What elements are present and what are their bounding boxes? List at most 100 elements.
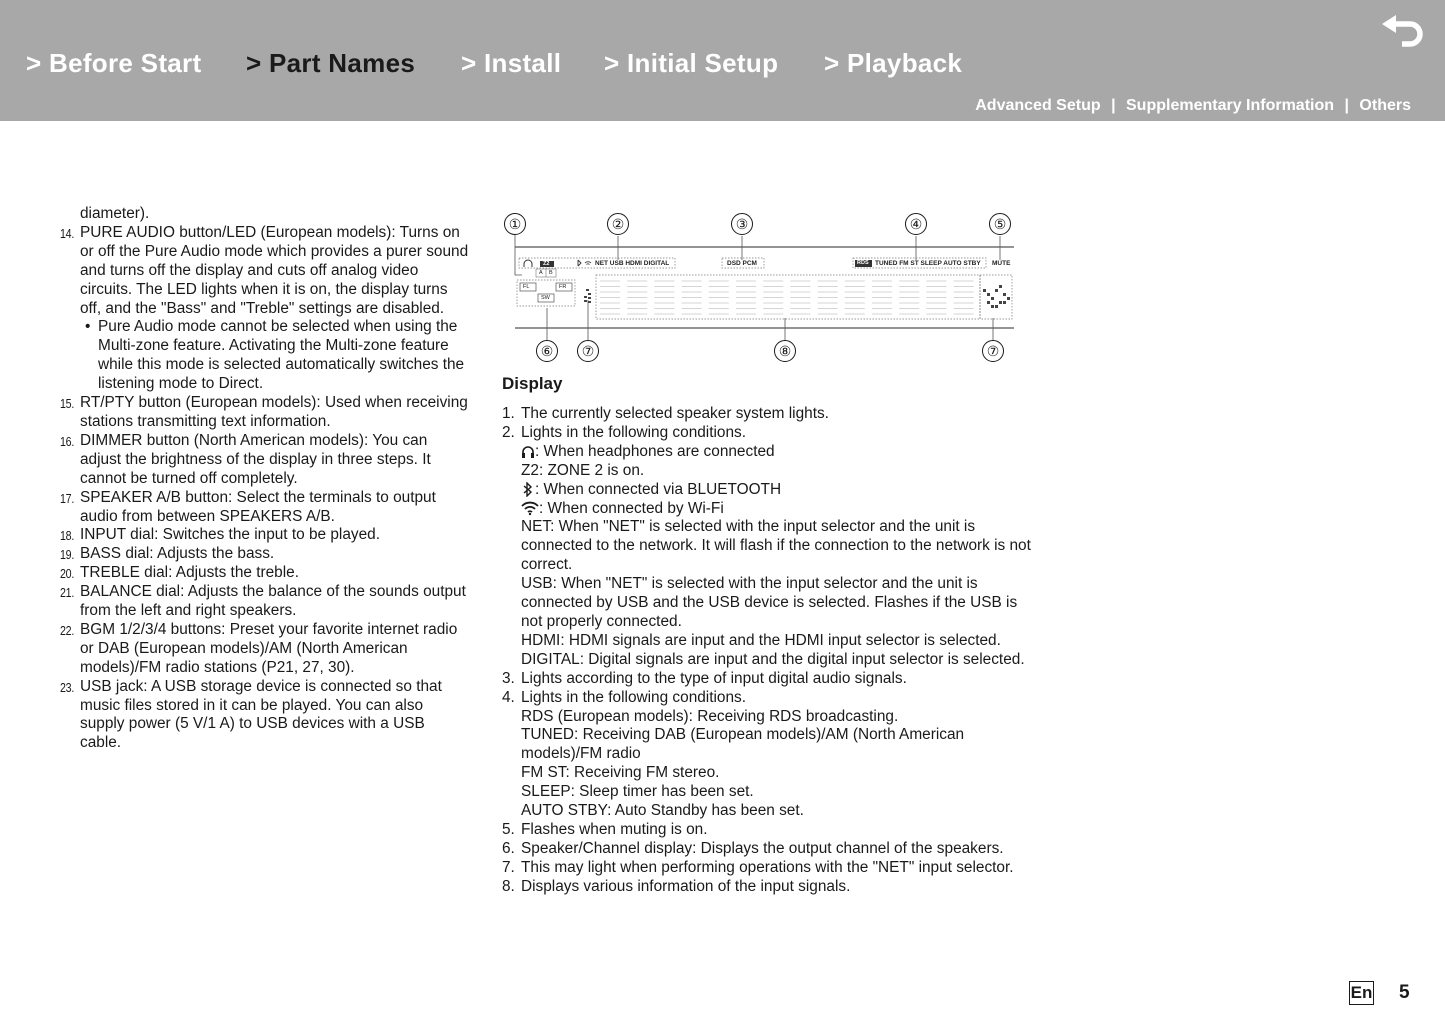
bluetooth-line: : When connected via BLUETOOTH — [521, 481, 1032, 500]
wifi-icon — [521, 501, 539, 515]
nav-others[interactable]: Others — [1359, 97, 1411, 114]
callout-7-right: ⑦ — [982, 340, 1004, 362]
list-item: 16. DIMMER button (North American models… — [60, 432, 470, 489]
item-text: The currently selected speaker system li… — [521, 405, 829, 422]
list-item: 4. Lights in the following conditions. R… — [502, 689, 1032, 821]
item-text: INPUT dial: Switches the input to be pla… — [80, 526, 380, 544]
item-text: RT/PTY button (European models): Used wh… — [80, 394, 468, 430]
list-item: 7. This may light when performing operat… — [502, 859, 1032, 878]
wifi-line: : When connected by Wi-Fi — [521, 500, 1032, 519]
item-text: TREBLE dial: Adjusts the treble. — [80, 564, 300, 582]
callout-7: ⑦ — [577, 340, 599, 362]
status-indicators: TUNED FM ST SLEEP AUTO STBY — [875, 260, 981, 267]
speaker-sw-indicator: SW — [541, 295, 550, 301]
item-text: Lights according to the type of input di… — [521, 669, 907, 687]
item-number: 20. — [60, 566, 75, 582]
item-number: 1. — [502, 405, 515, 422]
dsd-pcm-indicator: DSD PCM — [727, 260, 757, 267]
item-text: Lights in the following conditions. — [521, 688, 747, 706]
item-text: BGM 1/2/3/4 buttons: Preset your favorit… — [80, 620, 458, 676]
nav-part-names[interactable]: > Part Names — [246, 48, 416, 78]
headphones-line: : When headphones are connected — [521, 443, 1032, 462]
z2-indicator: Z2 — [543, 261, 550, 267]
list-item: 22. BGM 1/2/3/4 buttons: Preset your fav… — [60, 621, 470, 678]
list-item: 17. SPEAKER A/B button: Select the termi… — [60, 489, 470, 527]
nav-install[interactable]: > Install — [461, 48, 562, 78]
callout-3: ③ — [731, 213, 753, 235]
item-number: 18. — [60, 528, 75, 544]
lead-in-text: diameter). — [80, 205, 150, 222]
usb-line: USB: When "NET" is selected with the inp… — [521, 575, 1018, 630]
item-text: SPEAKER A/B button: Select the terminals… — [80, 488, 436, 525]
display-diagram: ① ② ③ ④ ⑤ ⑥ ⑦ ⑧ ⑦ Z2 A B NET USB HDMI DI… — [500, 205, 1020, 370]
item-number: 3. — [502, 669, 515, 687]
item-number: 19. — [60, 547, 75, 563]
sleep-line: SLEEP: Sleep timer has been set. — [521, 783, 754, 801]
item-number: 2. — [502, 423, 515, 441]
rds-line: RDS (European models): Receiving RDS bro… — [521, 707, 899, 725]
item-text: BALANCE dial: Adjusts the balance of the… — [80, 583, 466, 620]
list-item: 6. Speaker/Channel display: Displays the… — [502, 840, 1032, 859]
item-text: This may light when performing operation… — [521, 858, 1014, 876]
zone2-line: Z2: ZONE 2 is on. — [521, 461, 645, 479]
list-item: 15. RT/PTY button (European models): Use… — [60, 394, 470, 432]
subnav-separator: | — [1344, 97, 1349, 114]
rds-indicator: RDS — [857, 260, 869, 266]
speaker-b-indicator: B — [549, 270, 553, 276]
item-text: Displays various information of the inpu… — [521, 877, 851, 895]
item-number: 22. — [60, 622, 75, 638]
headphones-icon — [522, 446, 534, 458]
item-number: 23. — [60, 679, 75, 695]
list-item: 5. Flashes when muting is on. — [502, 821, 1032, 840]
item-text: Speaker/Channel display: Displays the ou… — [521, 839, 1004, 857]
callout-2: ② — [607, 213, 629, 235]
item-number: 16. — [60, 433, 75, 449]
speaker-fl-indicator: FL — [523, 284, 530, 290]
part-list-continued: diameter). 14. PURE AUDIO button/LED (Eu… — [60, 205, 470, 753]
item-number: 5. — [502, 820, 515, 838]
item-number: 8. — [502, 877, 515, 895]
list-item: 1. The currently selected speaker system… — [502, 405, 1032, 424]
item-text: BASS dial: Adjusts the bass. — [80, 545, 275, 563]
list-item: 19. BASS dial: Adjusts the bass. — [60, 545, 470, 564]
subnav-separator: | — [1111, 97, 1116, 114]
item-text: PURE AUDIO button/LED (European models):… — [80, 223, 469, 317]
list-item: 2. Lights in the following conditions. :… — [502, 424, 1032, 670]
callout-1: ① — [504, 213, 526, 235]
tuned-line: TUNED: Receiving DAB (European models)/A… — [521, 726, 965, 763]
list-item: 21. BALANCE dial: Adjusts the balance of… — [60, 583, 470, 621]
item-number: 4. — [502, 688, 515, 706]
page-number: 5 — [1399, 982, 1410, 1003]
item-text: Flashes when muting is on. — [521, 820, 708, 838]
list-item: 18. INPUT dial: Switches the input to be… — [60, 526, 470, 545]
speaker-a-indicator: A — [539, 270, 543, 276]
list-item: 8. Displays various information of the i… — [502, 878, 1032, 897]
nav-advanced-setup[interactable]: Advanced Setup — [975, 97, 1101, 114]
item-number: 7. — [502, 858, 515, 876]
mute-indicator: MUTE — [992, 260, 1011, 267]
sub-navigation: Advanced Setup | Supplementary Informati… — [975, 97, 1411, 115]
display-description: Display 1. The currently selected speake… — [502, 373, 1032, 897]
item-number: 14. — [60, 225, 75, 241]
return-arrow-icon[interactable] — [1380, 14, 1428, 54]
display-panel-drawing — [514, 235, 1014, 341]
item-text: Lights in the following conditions. — [521, 423, 747, 441]
callout-5: ⑤ — [989, 213, 1011, 235]
speaker-fr-indicator: FR — [559, 284, 567, 290]
hdmi-line: HDMI: HDMI signals are input and the HDM… — [521, 631, 1001, 649]
callout-6: ⑥ — [536, 340, 558, 362]
nav-before-start[interactable]: > Before Start — [26, 48, 202, 78]
fm-st-line: FM ST: Receiving FM stereo. — [521, 764, 720, 782]
nav-supplementary-information[interactable]: Supplementary Information — [1126, 97, 1335, 114]
bluetooth-icon — [523, 481, 533, 497]
headphones-text: : When headphones are connected — [535, 442, 775, 460]
auto-stby-line: AUTO STBY: Auto Standby has been set. — [521, 802, 804, 820]
nav-initial-setup[interactable]: > Initial Setup — [604, 48, 779, 78]
input-indicators: NET USB HDMI DIGITAL — [595, 260, 670, 267]
item-number: 15. — [60, 396, 75, 412]
bluetooth-text: : When connected via BLUETOOTH — [535, 480, 782, 498]
list-item: 23. USB jack: A USB storage device is co… — [60, 678, 470, 754]
net-line: NET: When "NET" is selected with the inp… — [521, 518, 1031, 574]
nav-playback[interactable]: > Playback — [824, 48, 963, 78]
item-number: 17. — [60, 490, 75, 506]
